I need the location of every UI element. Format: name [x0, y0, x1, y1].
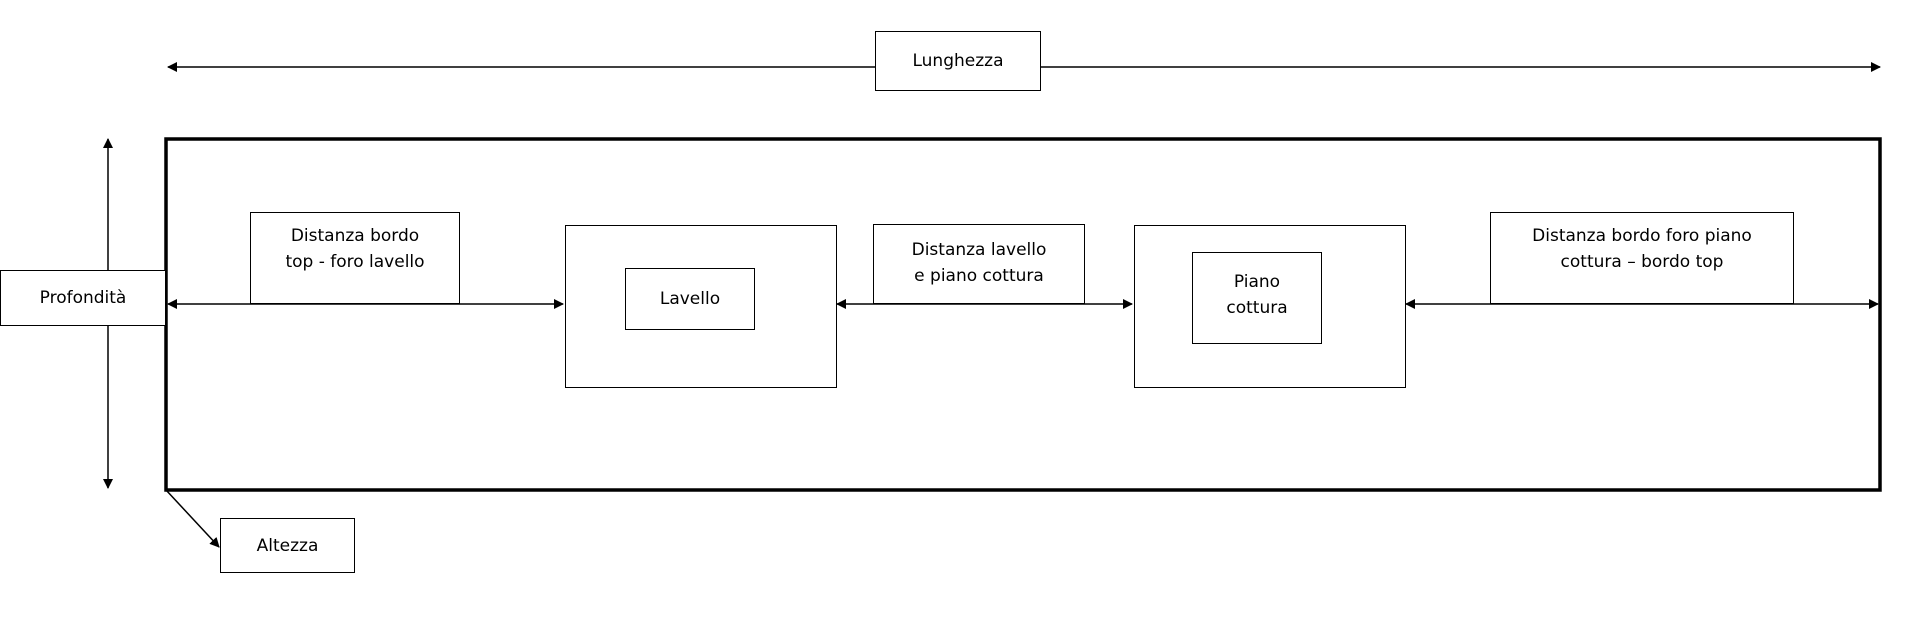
sink-label: Lavello [625, 268, 755, 330]
height-label: Altezza [220, 518, 355, 573]
edge-to-sink-label: Distanza bordo top - foro lavello [250, 212, 460, 304]
depth-label: Profondità [0, 270, 166, 326]
length-label: Lunghezza [875, 31, 1041, 91]
cooktop-label: Piano cottura [1192, 252, 1322, 344]
cooktop-to-edge-label: Distanza bordo foro piano cottura – bord… [1490, 212, 1794, 304]
height-arrow [165, 489, 220, 548]
sink-to-cooktop-label: Distanza lavello e piano cottura [873, 224, 1085, 304]
countertop-outline [164, 137, 1882, 492]
